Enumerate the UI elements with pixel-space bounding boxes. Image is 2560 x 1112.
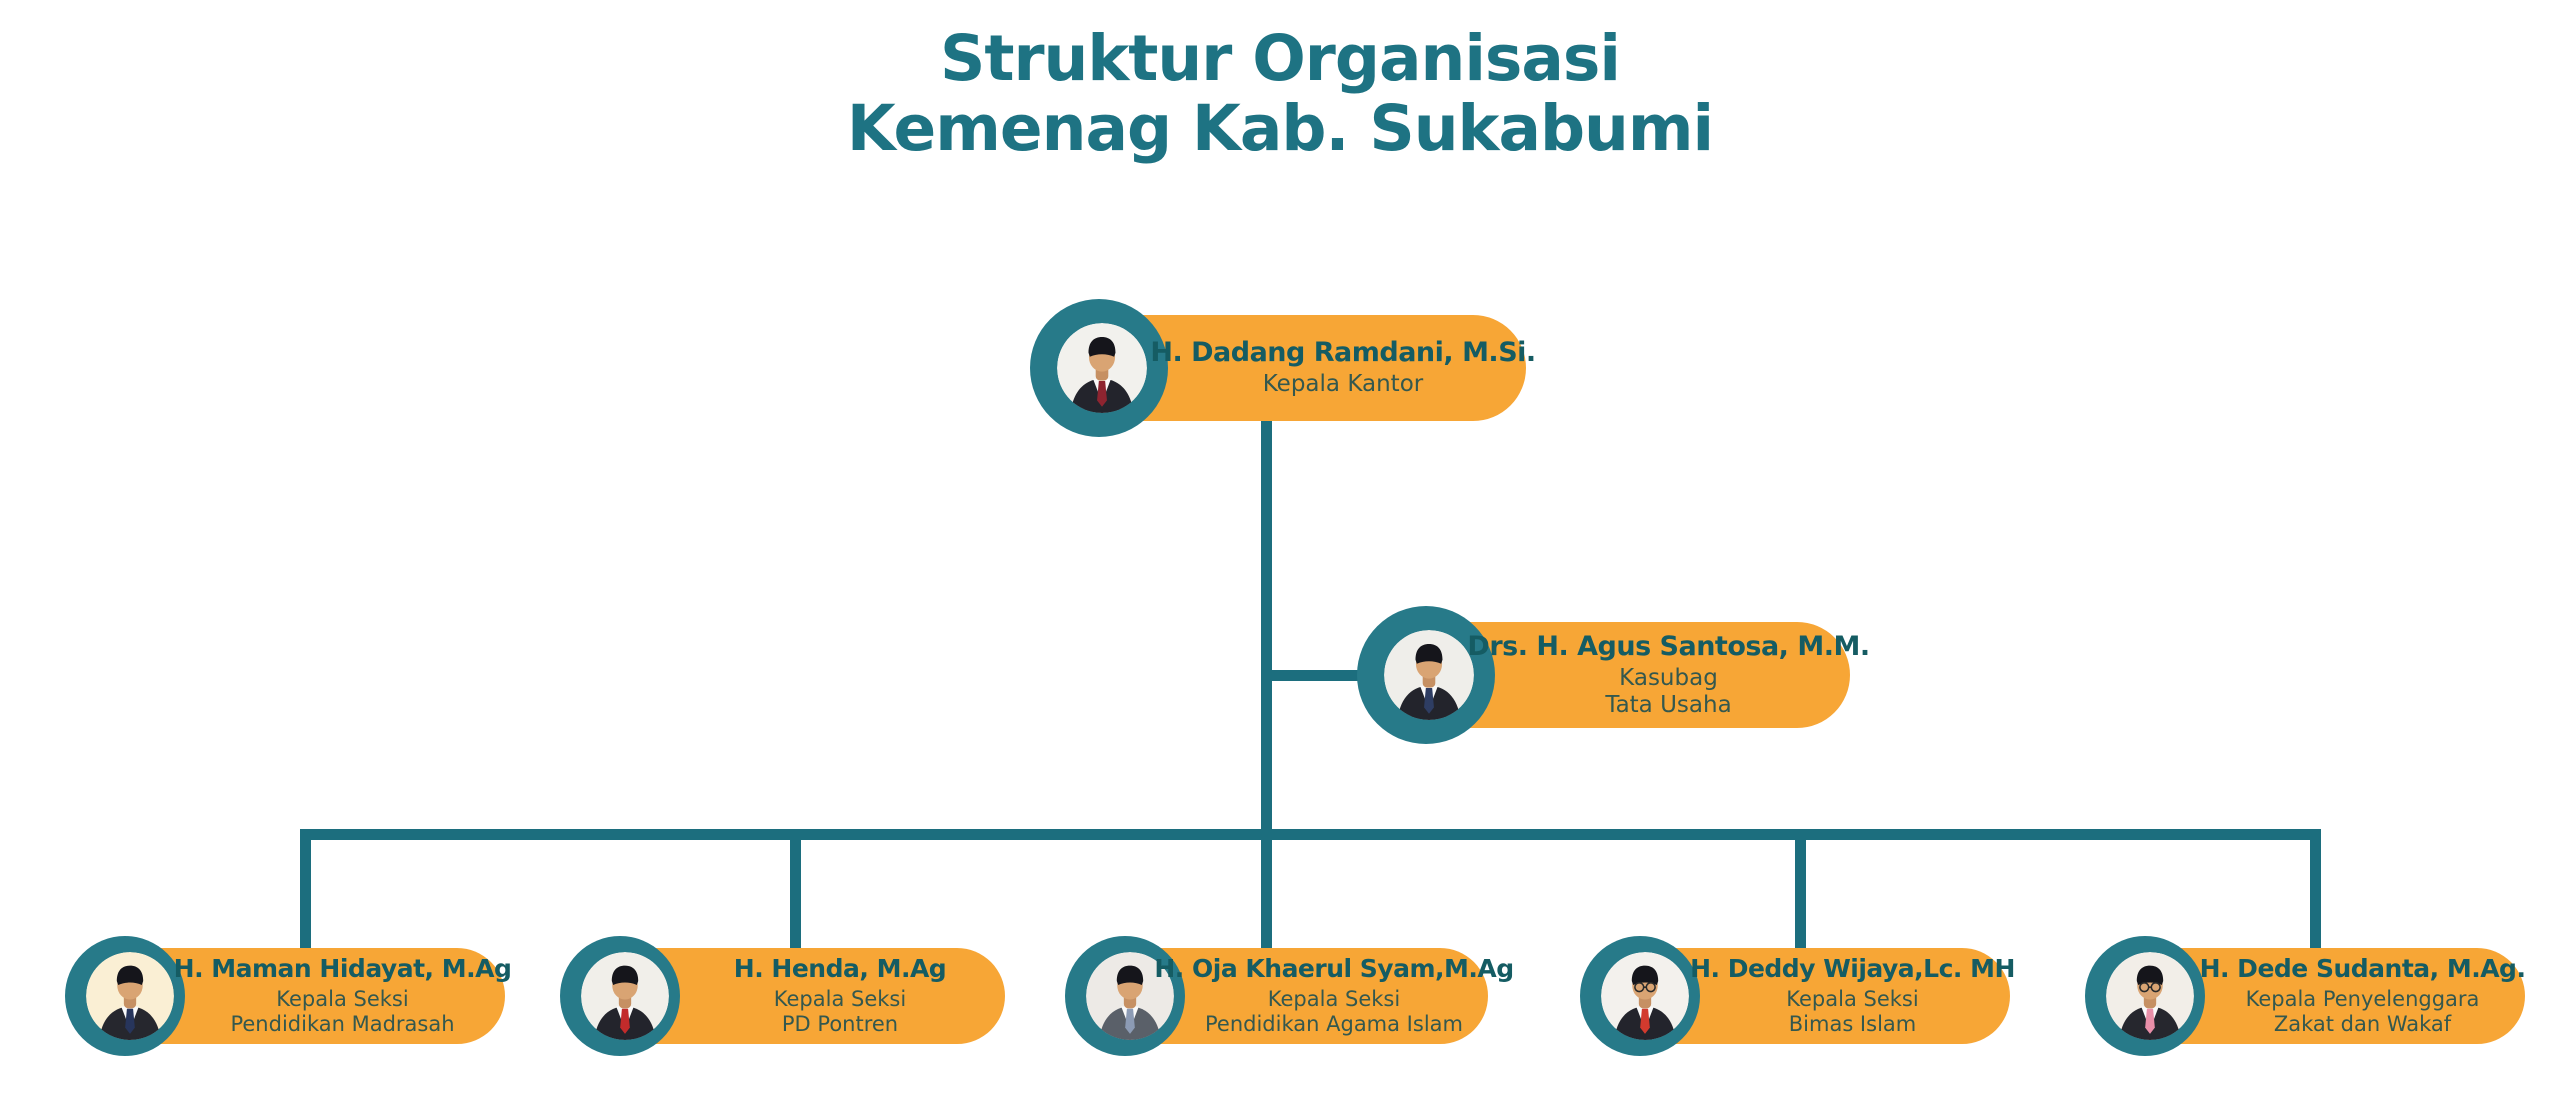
connector-drop-1 [300,829,311,954]
connector-drop-3 [1261,829,1272,954]
connector-distribution-horizontal [300,829,2321,840]
person-portrait-icon [581,952,669,1040]
person-portrait-icon [1601,952,1689,1040]
page-title-line2: Kemenag Kab. Sukabumi [846,92,1714,165]
person-role: Kepala Kantor [1262,371,1424,398]
person-name: Drs. H. Agus Santosa, M.M. [1467,630,1870,662]
person-role: Tata Usaha [1605,692,1732,719]
avatar-photo [581,952,669,1040]
page-title-line1: Struktur Organisasi [939,22,1621,95]
page-title: Struktur Organisasi Kemenag Kab. Sukabum… [0,24,2560,164]
person-role: Kepala Seksi [773,987,907,1012]
person-role: Kepala Seksi [1267,987,1401,1012]
person-name: H. Henda, M.Ag [733,954,947,984]
person-role: Kepala Seksi [1786,987,1919,1012]
person-name: H. Deddy Wijaya,Lc. MH [1690,954,2015,984]
person-name: H. Oja Khaerul Syam,M.Ag [1154,954,1514,984]
person-role: Kasubag [1619,664,1718,691]
avatar-photo [2106,952,2194,1040]
person-name: H. Dede Sudanta, M.Ag. [2199,954,2526,984]
avatar-photo [1057,323,1147,413]
person-role: Bimas Islam [1788,1011,1917,1036]
person-name: H. Maman Hidayat, M.Ag [173,954,512,984]
connector-drop-2 [790,829,801,954]
avatar-photo [86,952,174,1040]
person-name: H. Dadang Ramdani, M.Si. [1150,337,1536,369]
person-role: Pendidikan Madrasah [230,1011,455,1036]
person-role: Kepala Seksi [276,987,409,1012]
avatar-photo [1086,952,1174,1040]
connector-main-vertical [1261,415,1272,839]
person-role: Pendidikan Agama Islam [1205,1011,1463,1036]
avatar-photo [1601,952,1689,1040]
person-portrait-icon [86,952,174,1040]
connector-drop-5 [2310,829,2321,954]
person-role: Kepala Penyelenggara [2245,987,2480,1012]
person-role: Zakat dan Wakaf [2273,1011,2452,1036]
person-portrait-icon [1057,323,1147,413]
person-portrait-icon [1086,952,1174,1040]
person-role: PD Pontren [781,1011,899,1036]
connector-drop-4 [1795,829,1806,954]
person-portrait-icon [2106,952,2194,1040]
connector-branch-horizontal [1261,670,1401,681]
person-portrait-icon [1384,630,1474,720]
avatar-photo [1384,630,1474,720]
